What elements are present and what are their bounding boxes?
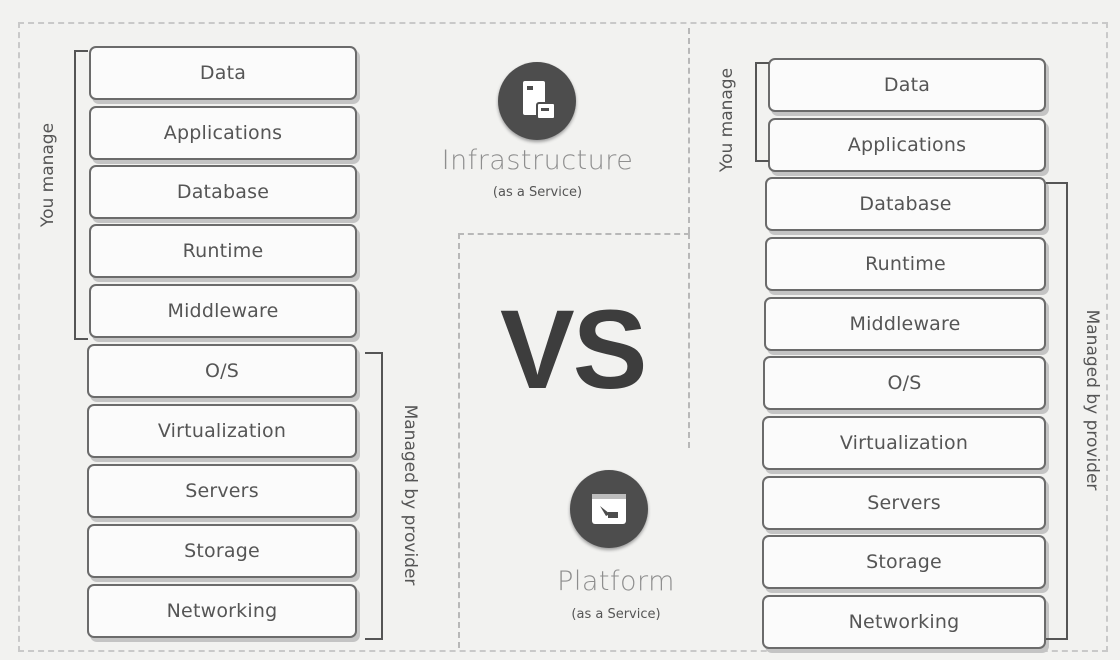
iaas-layer-database: Database: [89, 165, 357, 219]
iaas-provider-label: Managed by provider: [400, 404, 420, 586]
vs-label: VS: [500, 287, 647, 412]
paas-layer-networking: Networking: [762, 595, 1046, 649]
platform-subtitle: (as a Service): [571, 607, 661, 622]
paas-you-manage-bracket: [755, 62, 769, 162]
divider: [688, 233, 690, 448]
paas-layer-os: O/S: [763, 356, 1046, 410]
paas-layer-middleware: Middleware: [764, 297, 1046, 351]
iaas-layer-servers: Servers: [87, 464, 357, 518]
paas-provider-label: Managed by provider: [1082, 309, 1102, 491]
paas-you-manage-label: You manage: [717, 67, 737, 173]
paas-layer-runtime: Runtime: [765, 237, 1046, 291]
iaas-layer-runtime: Runtime: [89, 224, 357, 278]
iaas-layer-networking: Networking: [87, 584, 357, 638]
divider: [688, 28, 690, 233]
divider: [458, 233, 460, 648]
iaas-you-manage-bracket: [74, 50, 88, 340]
platform-title: Platform: [557, 566, 675, 597]
window-icon: [592, 494, 626, 524]
iaas-you-manage-label: You manage: [38, 122, 58, 228]
paas-layer-virtualization: Virtualization: [762, 416, 1046, 470]
paas-layer-storage: Storage: [762, 535, 1046, 589]
infrastructure-title: Infrastructure: [441, 145, 634, 176]
paas-layer-stack: Data Applications Database Runtime Middl…: [760, 0, 1060, 660]
paas-layer-applications: Applications: [768, 118, 1046, 172]
iaas-provider-bracket: [365, 352, 383, 640]
paas-layer-servers: Servers: [762, 476, 1046, 530]
iaas-layer-middleware: Middleware: [89, 284, 357, 338]
outer-frame: [18, 22, 1108, 652]
iaas-layer-data: Data: [89, 46, 357, 100]
divider: [458, 233, 690, 235]
iaas-layer-virtualization: Virtualization: [87, 404, 357, 458]
paas-layer-database: Database: [765, 177, 1046, 231]
iaas-layer-storage: Storage: [87, 524, 357, 578]
paas-provider-bracket: [1046, 182, 1068, 640]
iaas-layer-applications: Applications: [89, 106, 357, 160]
iaas-layer-stack: Data Applications Database Runtime Middl…: [85, 0, 365, 660]
infrastructure-emblem: [498, 62, 576, 140]
iaas-layer-os: O/S: [87, 344, 357, 398]
server-icon: [523, 81, 556, 120]
infrastructure-subtitle: (as a Service): [492, 185, 583, 200]
paas-layer-data: Data: [768, 58, 1046, 112]
platform-emblem: [570, 470, 648, 548]
